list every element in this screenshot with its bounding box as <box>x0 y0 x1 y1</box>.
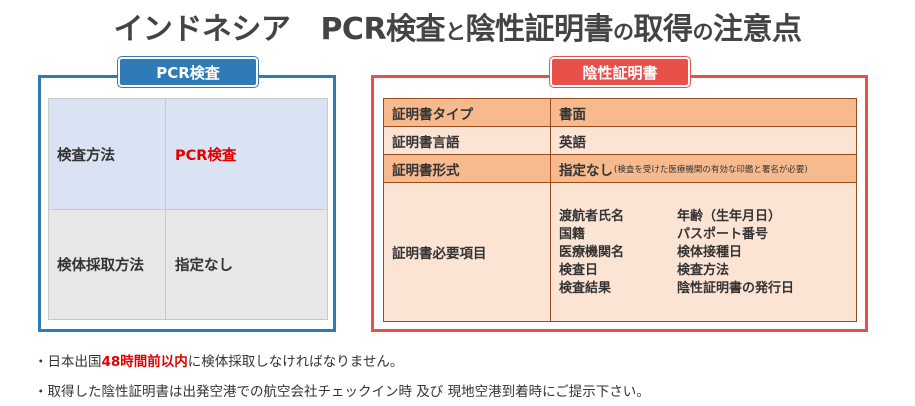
required-item: 陰性証明書の発行日 <box>677 281 795 296</box>
certificate-format-main: 指定なし <box>559 162 613 179</box>
certificate-row-required-items: 証明書必要項目 渡航者氏名 年齢（生年月日） 国籍 パスポート番号 医療機関名 … <box>384 183 856 321</box>
pcr-sampling-value: 指定なし <box>175 258 233 274</box>
pcr-method-label: 検査方法 <box>49 99 166 209</box>
title-particle-no1: の <box>613 20 634 44</box>
title-part2: 陰性証明書 <box>465 12 614 47</box>
certificate-type-label: 証明書タイプ <box>384 99 551 126</box>
certificate-type-value: 書面 <box>559 106 586 123</box>
certificate-language-label: 証明書言語 <box>384 127 551 154</box>
certificate-required-label: 証明書必要項目 <box>384 183 551 321</box>
required-item: 年齢（生年月日） <box>677 209 782 224</box>
certificate-language-value: 英語 <box>559 134 586 151</box>
title-part1: PCR検査 <box>320 12 446 47</box>
pcr-test-table: 検査方法 PCR検査 検体採取方法 指定なし <box>48 98 328 320</box>
certificate-table: 証明書タイプ 書面 証明書言語 英語 証明書形式 指定なし(検査を受けた医療機関… <box>383 98 857 322</box>
note-sampling-deadline: ・日本出国48時間前以内に検体採取しなければなりません。 <box>34 350 403 370</box>
certificate-row-type: 証明書タイプ 書面 <box>384 99 856 127</box>
certificate-format-value: 指定なし(検査を受けた医療機関の有効な印鑑と署名が必要) <box>551 155 856 182</box>
pcr-sampling-label: 検体採取方法 <box>49 210 166 319</box>
required-item: 検査結果 <box>559 281 612 296</box>
pcr-method-value: PCR検査 <box>175 147 237 164</box>
required-item: 検体接種日 <box>677 245 743 260</box>
note-1-suffix: に検体採取しなければなりません。 <box>187 354 404 370</box>
pcr-row-sampling: 検体採取方法 指定なし <box>49 210 327 319</box>
title-country: インドネシア <box>113 12 291 47</box>
pcr-test-tab-label: PCR検査 <box>118 57 258 87</box>
required-item: 検査方法 <box>677 263 730 278</box>
required-item: パスポート番号 <box>677 227 769 242</box>
note-present-certificate: ・取得した陰性証明書は出発空港での航空会社チェックイン時 及び 現地空港到着時に… <box>34 384 650 400</box>
required-item: 渡航者氏名 <box>559 209 625 224</box>
negative-certificate-tab-label: 陰性証明書 <box>550 57 690 87</box>
certificate-required-items: 渡航者氏名 年齢（生年月日） 国籍 パスポート番号 医療機関名 検体接種日 検査… <box>551 183 856 321</box>
certificate-format-label: 証明書形式 <box>384 155 551 182</box>
certificate-row-language: 証明書言語 英語 <box>384 127 856 155</box>
pcr-row-method: 検査方法 PCR検査 <box>49 99 327 210</box>
title-particle-no2: の <box>692 20 714 44</box>
note-1-prefix: ・日本出国 <box>34 354 102 370</box>
required-item: 国籍 <box>559 227 586 242</box>
title-part3: 取得 <box>633 12 694 47</box>
note-1-highlight: 48時間前以内 <box>101 354 188 370</box>
title-particle-to: と <box>445 20 466 44</box>
required-item: 医療機関名 <box>559 245 625 260</box>
certificate-format-note: (検査を受けた医療機関の有効な印鑑と署名が必要) <box>614 164 808 175</box>
certificate-row-format: 証明書形式 指定なし(検査を受けた医療機関の有効な印鑑と署名が必要) <box>384 155 856 183</box>
required-item: 検査日 <box>559 263 599 278</box>
title-part4: 注意点 <box>713 12 802 47</box>
